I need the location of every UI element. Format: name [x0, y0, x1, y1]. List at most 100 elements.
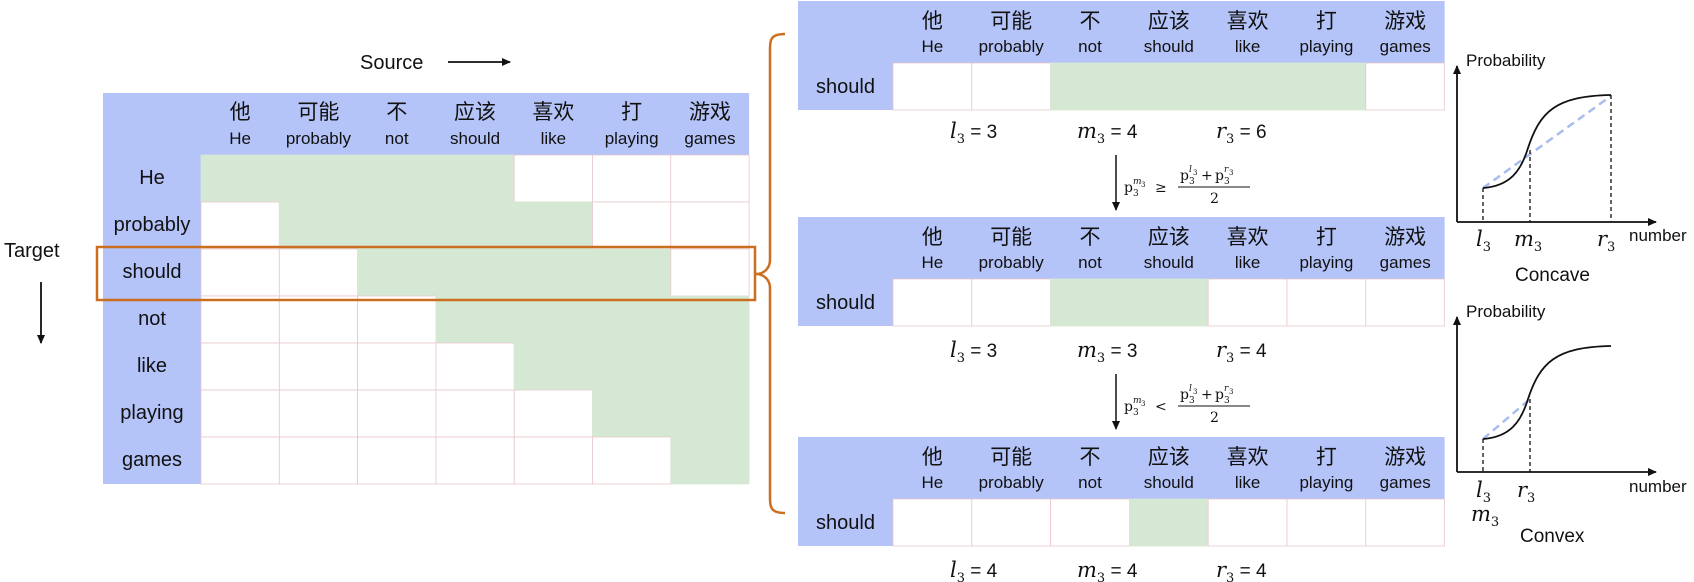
svg-text:3: 3 — [1229, 388, 1233, 396]
step-row-label-cell — [798, 499, 893, 546]
matrix-cell — [278, 248, 358, 297]
matrix-cell — [200, 295, 280, 344]
convex-title: Convex — [1520, 526, 1585, 547]
matrix-cell-active — [278, 201, 358, 250]
matrix-cell-active — [513, 201, 593, 250]
step-cell — [1286, 498, 1367, 547]
step-cell-active — [1129, 62, 1209, 111]
step-row-label-cell — [798, 279, 893, 326]
source-word-en: He — [229, 129, 251, 148]
step-header — [798, 217, 1445, 279]
matrix-cell-active — [670, 436, 750, 485]
matrix-cell-active — [592, 342, 672, 391]
step-header — [798, 1, 1445, 63]
target-header-band — [103, 155, 201, 484]
matrix-cell — [513, 154, 593, 203]
step-source-en: games — [1380, 37, 1431, 56]
concave-ylabel: Probability — [1466, 51, 1546, 70]
matrix-cell — [592, 201, 672, 250]
svg-text:2: 2 — [1210, 410, 1219, 426]
svg-text:3: 3 — [1189, 177, 1195, 187]
matrix-cell — [200, 342, 280, 391]
matrix-cell-active — [435, 201, 515, 250]
matrix-cell — [278, 295, 358, 344]
svg-text:p: p — [1180, 387, 1189, 403]
source-header-band — [103, 93, 750, 155]
step-cell — [1207, 498, 1288, 547]
curly-brace — [755, 32, 786, 515]
convex-ylabel: Probability — [1466, 302, 1546, 321]
step-cell-active — [1207, 62, 1288, 111]
step-cell — [1207, 278, 1288, 327]
svg-text:+: + — [1201, 387, 1213, 403]
svg-text:+: + — [1201, 168, 1213, 184]
svg-text:3: 3 — [1133, 189, 1139, 199]
matrix-cell — [200, 201, 280, 250]
step-cell — [1365, 278, 1446, 327]
svg-text:m: m — [1133, 396, 1142, 406]
svg-text:3: 3 — [1193, 388, 1197, 396]
step-cell — [892, 498, 973, 547]
matrix-cell — [670, 201, 750, 250]
svg-text:3: 3 — [1229, 169, 1233, 177]
target-word: playing — [120, 402, 183, 424]
source-target-matrix: 他He可能probably不not应该should喜欢like打playing游… — [95, 93, 757, 485]
step-row-label: should — [816, 76, 875, 98]
concave-tick-m3: m3 — [1514, 227, 1542, 255]
target-word: not — [138, 308, 166, 330]
step-source-en: should — [1144, 253, 1194, 272]
step-source-zh: 应该 — [1148, 226, 1190, 249]
matrix-cell-active — [357, 248, 437, 297]
step-source-en: like — [1235, 473, 1261, 492]
matrix-cell-active — [435, 248, 515, 297]
step-source-zh: 他 — [922, 446, 943, 469]
step-source-zh: 游戏 — [1384, 10, 1426, 33]
svg-text:3: 3 — [1224, 177, 1230, 187]
source-word-en: playing — [605, 129, 659, 148]
convex-xlabel: number — [1629, 477, 1687, 496]
step-cell-active — [1050, 278, 1130, 327]
matrix-cell-active — [278, 154, 358, 203]
step-source-en: probably — [979, 253, 1045, 272]
step-l-value: l3 = 3 — [950, 119, 997, 147]
step-cell-active — [1129, 498, 1209, 547]
concave-plot: Probability number l3 m3 r3 Concave — [1453, 51, 1687, 286]
step-source-en: games — [1380, 253, 1431, 272]
matrix-cell-active — [513, 342, 593, 391]
svg-text:3: 3 — [1193, 169, 1197, 177]
step-l-value: l3 = 4 — [950, 558, 998, 582]
step-cell-active — [1286, 62, 1367, 111]
step-source-zh: 打 — [1316, 446, 1337, 469]
step-source-en: playing — [1299, 37, 1353, 56]
step-source-en: like — [1235, 37, 1261, 56]
step-source-zh: 他 — [922, 226, 943, 249]
source-word-en: like — [541, 129, 567, 148]
step-source-en: like — [1235, 253, 1261, 272]
matrix-cell-active — [592, 389, 672, 438]
step-l-value: l3 = 3 — [950, 338, 997, 366]
target-word: like — [137, 355, 167, 377]
step-row-label: should — [816, 512, 875, 534]
step-cell-active — [1050, 62, 1130, 111]
source-axis-label: Source — [360, 52, 423, 74]
matrix-cell — [592, 436, 672, 485]
matrix-cell — [278, 436, 358, 485]
matrix-cell — [670, 154, 750, 203]
step-source-en: probably — [979, 37, 1045, 56]
concave-tick-l3: l3 — [1476, 227, 1491, 255]
source-word-zh: 游戏 — [689, 101, 731, 124]
matrix-cell — [435, 342, 515, 391]
svg-text:p: p — [1180, 168, 1189, 184]
matrix-cell — [592, 154, 672, 203]
svg-text:p: p — [1215, 168, 1224, 184]
svg-text:3: 3 — [1141, 181, 1145, 189]
step-source-en: He — [922, 37, 944, 56]
step-source-zh: 应该 — [1148, 446, 1190, 469]
svg-text:<: < — [1155, 399, 1167, 415]
target-word: games — [122, 449, 182, 471]
concave-secant-line — [1482, 94, 1612, 190]
step-m-value: m3 = 4 — [1077, 119, 1138, 147]
matrix-cell — [670, 248, 750, 297]
highlight-row-box — [95, 245, 757, 302]
convex-tick-m3: m3 — [1471, 502, 1499, 530]
